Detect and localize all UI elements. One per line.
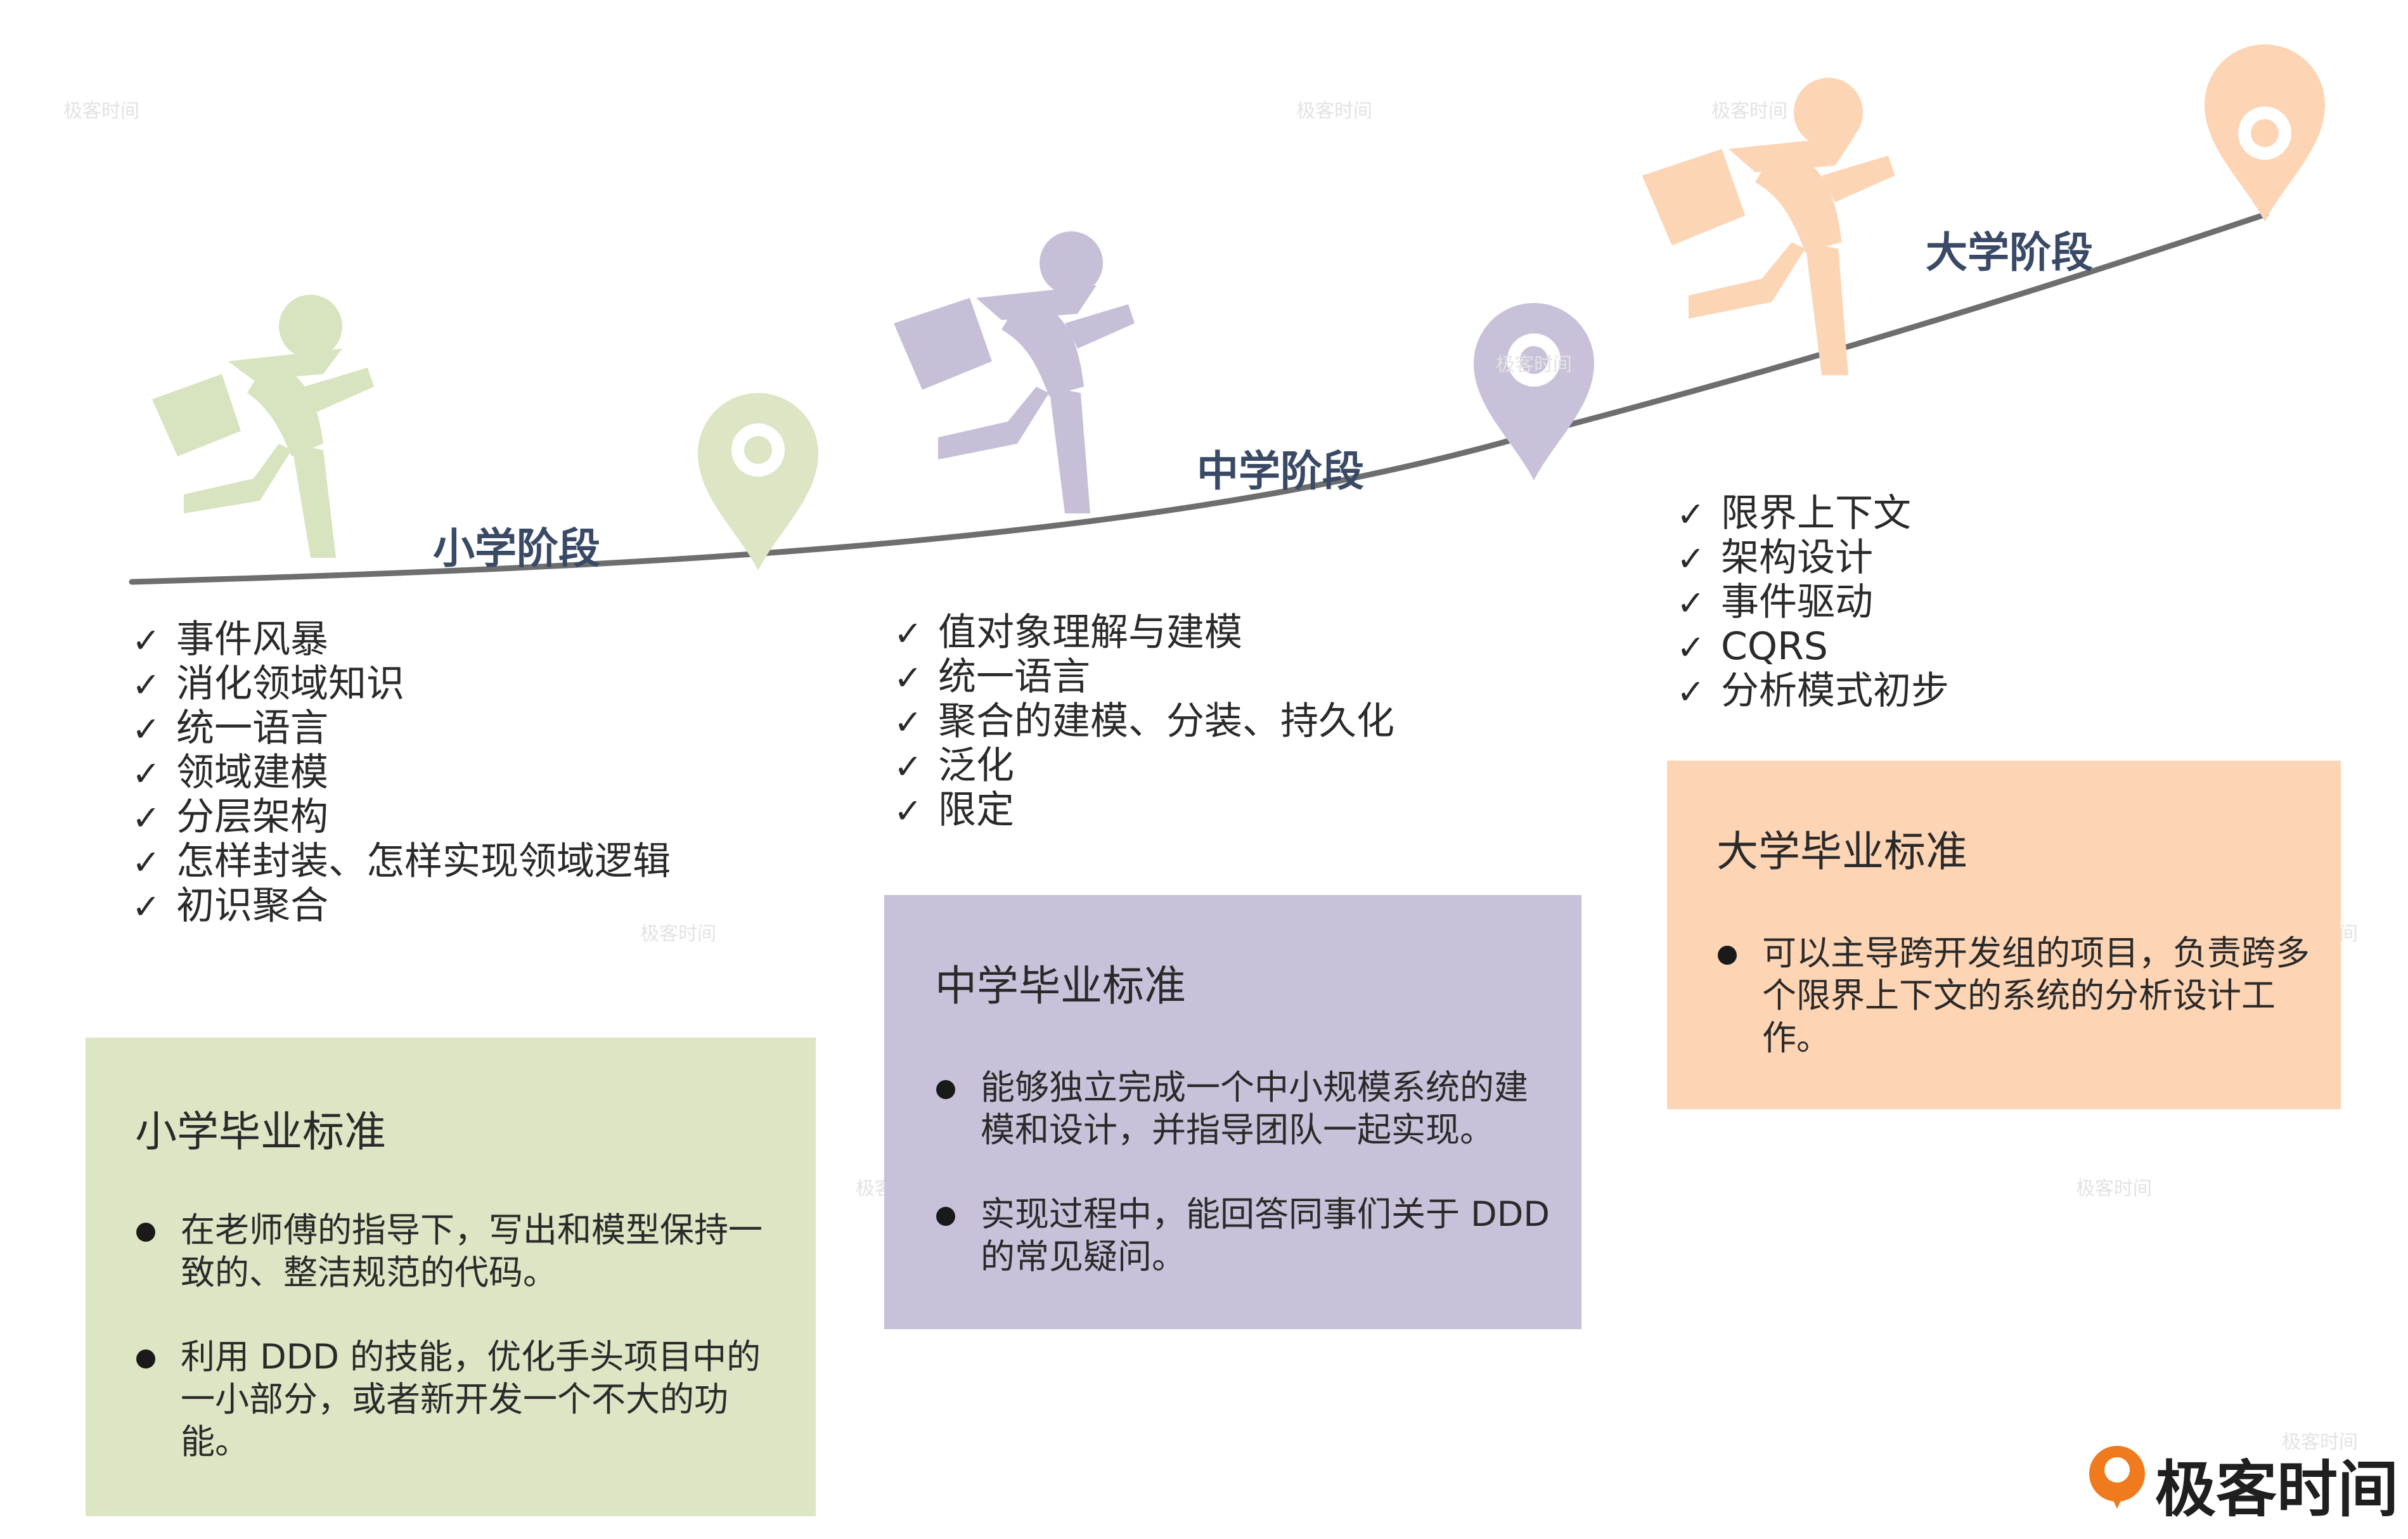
running-figure-icon [152, 295, 374, 558]
watermark: 极客时间 [1296, 100, 1372, 122]
check-icon: ✓ [894, 658, 923, 698]
list-item: ✓ 事件驱动 [1677, 581, 1949, 625]
list-item-label: CQRS [1721, 624, 1828, 669]
bullet-icon [136, 1349, 155, 1368]
university-checklist: ✓ 限界上下文 ✓ 架构设计 ✓ 事件驱动 ✓ CQRS ✓ 分析模式初步 [1677, 492, 1949, 714]
running-figure-icon [894, 231, 1135, 513]
progress-path [129, 211, 2269, 585]
check-icon: ✓ [132, 798, 161, 838]
university-standard-box: 大学毕业标准 可以主导跨开发组的项目，负责跨多个限界上下文的系统的分析设计工作。 [1667, 761, 2341, 1109]
bullet-icon [936, 1207, 955, 1226]
list-item: ✓ 怎样封装、怎样实现领域逻辑 [132, 840, 671, 884]
check-icon: ✓ [1677, 672, 1706, 712]
elementary-checklist: ✓ 事件风暴 ✓ 消化领域知识 ✓ 统一语言 ✓ 领域建模 ✓ 分层架构 ✓ 怎样封装、怎样… [132, 618, 671, 929]
stage-title-elementary: 小学阶段 [433, 524, 600, 573]
middle-standard-title: 中学毕业标准 [935, 962, 1186, 1010]
list-item-label: 消化领域知识 [176, 662, 404, 706]
list-item-label: 事件风暴 [176, 617, 328, 662]
watermark: 极客时间 [1711, 100, 1787, 122]
watermark: 极客时间 [63, 100, 139, 122]
list-item-label: 在老师傅的指导下，写出和模型保持一致的、整洁规范的代码。 [181, 1210, 763, 1292]
middle-standard-box: 中学毕业标准 能够独立完成一个中小规模系统的建模和设计，并指导团队一起实现。 实… [884, 895, 1581, 1329]
list-item: ✓ 限定 [894, 789, 1394, 833]
location-pin-icon [2205, 44, 2325, 222]
list-item-label: 统一语言 [176, 706, 328, 750]
middle-standard-list: 能够独立完成一个中小规模系统的建模和设计，并指导团队一起实现。 实现过程中，能回… [936, 1066, 1551, 1320]
list-item-label: 限界上下文 [1721, 491, 1911, 536]
watermark: 极客时间 [2076, 1178, 2152, 1200]
list-item-label: 事件驱动 [1721, 580, 1873, 624]
elementary-standard-box: 小学毕业标准 在老师傅的指导下，写出和模型保持一致的、整洁规范的代码。 利用 D… [86, 1038, 816, 1516]
check-icon: ✓ [1677, 628, 1706, 667]
list-item-label: 架构设计 [1721, 536, 1873, 580]
check-icon: ✓ [132, 887, 161, 927]
list-item: ✓ 事件风暴 [132, 618, 671, 662]
check-icon: ✓ [132, 842, 161, 882]
bullet-icon [1718, 946, 1737, 965]
university-standard-title: 大学毕业标准 [1716, 827, 1967, 876]
check-icon: ✓ [132, 709, 161, 749]
watermark: 极客时间 [640, 923, 716, 945]
check-icon: ✓ [1677, 494, 1706, 534]
bullet-icon [136, 1223, 155, 1242]
list-item-label: 领域建模 [176, 750, 328, 795]
list-item-label: 统一语言 [938, 655, 1090, 699]
bullet-icon [936, 1080, 955, 1099]
location-pin-icon [698, 393, 818, 570]
list-item-label: 泛化 [938, 744, 1014, 788]
list-item-label: 分层架构 [176, 795, 328, 839]
list-item: 可以主导跨开发组的项目，负责跨多个限界上下文的系统的分析设计工作。 [1718, 932, 2314, 1059]
list-item: ✓ CQRS [1677, 625, 1949, 669]
stage-title-middle: 中学阶段 [1197, 447, 1364, 496]
list-item: ✓ 分析模式初步 [1677, 669, 1949, 714]
list-item: 实现过程中，能回答同事们关于 DDD 的常见疑问。 [936, 1193, 1551, 1278]
check-icon: ✓ [1677, 539, 1706, 579]
check-icon: ✓ [894, 702, 923, 742]
brand-logo-icon [2089, 1446, 2145, 1509]
check-icon: ✓ [132, 754, 161, 794]
list-item-label: 分析模式初步 [1721, 669, 1949, 713]
list-item: 利用 DDD 的技能，优化手头项目中的一小部分，或者新开发一个不大的功能。 [136, 1336, 789, 1463]
list-item-label: 怎样封装、怎样实现领域逻辑 [176, 839, 671, 884]
list-item: ✓ 统一语言 [132, 707, 671, 751]
list-item: ✓ 消化领域知识 [132, 662, 671, 707]
list-item-label: 实现过程中，能回答同事们关于 DDD 的常见疑问。 [981, 1194, 1550, 1277]
list-item-label: 聚合的建模、分装、持久化 [938, 699, 1394, 744]
check-icon: ✓ [132, 621, 161, 660]
list-item-label: 值对象理解与建模 [938, 610, 1242, 655]
watermark: 极客时间 [2282, 1431, 2358, 1453]
list-item: 在老师傅的指导下，写出和模型保持一致的、整洁规范的代码。 [136, 1209, 789, 1294]
list-item-label: 利用 DDD 的技能，优化手头项目中的一小部分，或者新开发一个不大的功能。 [181, 1337, 761, 1462]
list-item-label: 初识聚合 [176, 884, 328, 928]
list-item-label: 能够独立完成一个中小规模系统的建模和设计，并指导团队一起实现。 [981, 1067, 1528, 1150]
elementary-standard-title: 小学毕业标准 [135, 1107, 386, 1156]
list-item: ✓ 架构设计 [1677, 536, 1949, 581]
watermark: 极客时间 [1496, 354, 1572, 376]
check-icon: ✓ [894, 614, 923, 654]
list-item-label: 可以主导跨开发组的项目，负责跨多个限界上下文的系统的分析设计工作。 [1762, 933, 2310, 1058]
stage-title-university: 大学阶段 [1926, 228, 2093, 277]
location-pin-icon [1474, 303, 1594, 480]
list-item: ✓ 领域建模 [132, 751, 671, 795]
brand-name: 极客时间 [2155, 1454, 2398, 1525]
list-item: ✓ 分层架构 [132, 795, 671, 840]
list-item: ✓ 限界上下文 [1677, 492, 1949, 536]
check-icon: ✓ [1677, 583, 1706, 623]
list-item-label: 限定 [938, 788, 1014, 832]
running-figure-icon [1642, 77, 1895, 375]
list-item: ✓ 聚合的建模、分装、持久化 [894, 700, 1394, 744]
check-icon: ✓ [894, 791, 923, 831]
elementary-standard-list: 在老师傅的指导下，写出和模型保持一致的、整洁规范的代码。 利用 DDD 的技能，… [136, 1209, 789, 1505]
middle-checklist: ✓ 值对象理解与建模 ✓ 统一语言 ✓ 聚合的建模、分装、持久化 ✓ 泛化 ✓ 限定 [894, 611, 1394, 833]
list-item: ✓ 统一语言 [894, 655, 1394, 700]
list-item: ✓ 值对象理解与建模 [894, 611, 1394, 655]
university-standard-list: 可以主导跨开发组的项目，负责跨多个限界上下文的系统的分析设计工作。 [1718, 932, 2314, 1101]
check-icon: ✓ [132, 665, 161, 705]
check-icon: ✓ [894, 747, 923, 787]
list-item: ✓ 泛化 [894, 744, 1394, 789]
list-item: 能够独立完成一个中小规模系统的建模和设计，并指导团队一起实现。 [936, 1066, 1551, 1151]
list-item: ✓ 初识聚合 [132, 884, 671, 929]
